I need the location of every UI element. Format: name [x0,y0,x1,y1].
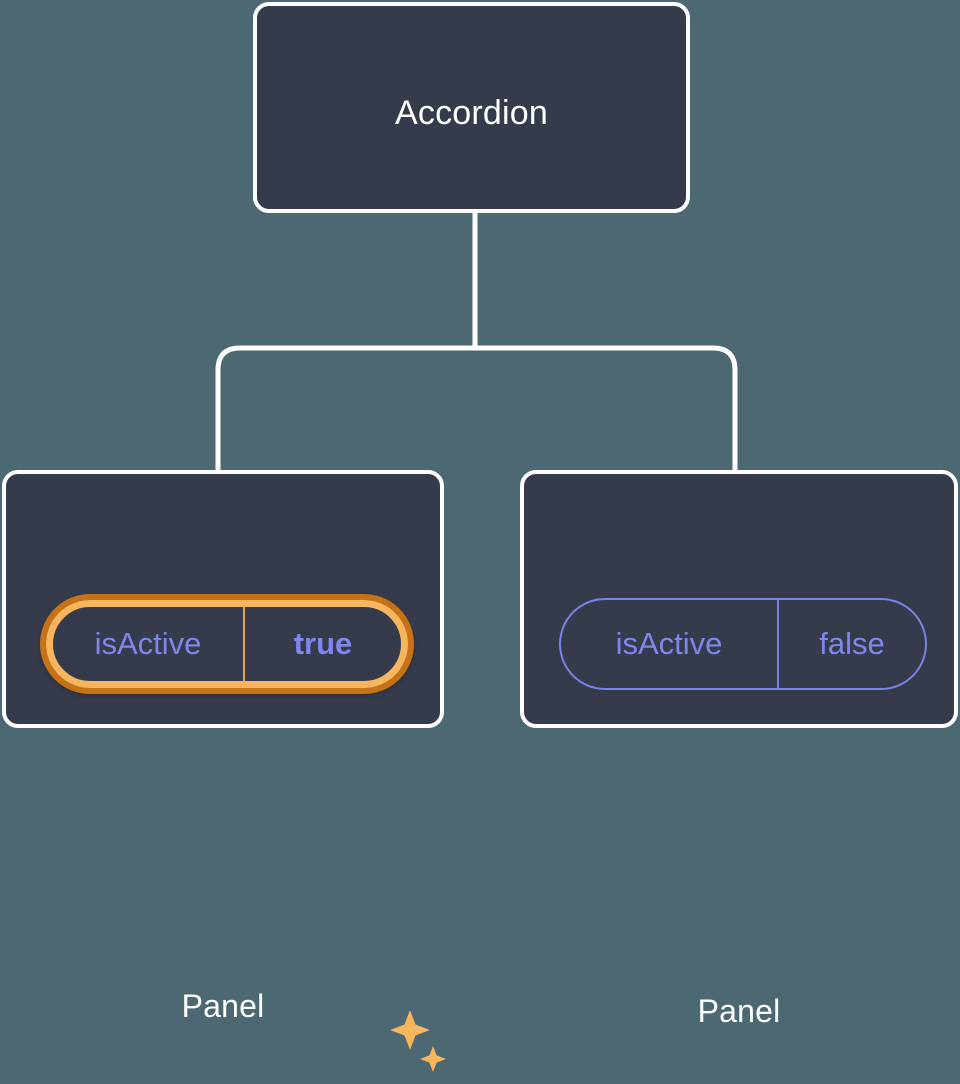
prop-pill-isactive-true[interactable]: isActive true [40,594,414,694]
prop-key-label: isActive [615,626,723,661]
prop-key-label: isActive [94,626,202,661]
edge-branch-bar [215,345,738,470]
node-panel-left-title: Panel [181,988,265,1024]
node-panel-left[interactable]: Panel isActive true [2,470,446,1072]
node-panel-right[interactable]: Panel isActive false [520,470,958,1029]
tree-connector-edges [215,213,738,470]
prop-pill-inner-ring: isActive true [46,600,408,688]
prop-value-label: false [777,600,925,688]
sparkle-small-icon [420,1046,446,1072]
prop-pill-isactive-false[interactable]: isActive false [559,598,927,690]
node-panel-right-title: Panel [697,993,781,1029]
node-accordion[interactable]: Accordion [253,2,690,213]
prop-value-label: true [243,607,401,681]
node-accordion-title: Accordion [395,94,548,132]
